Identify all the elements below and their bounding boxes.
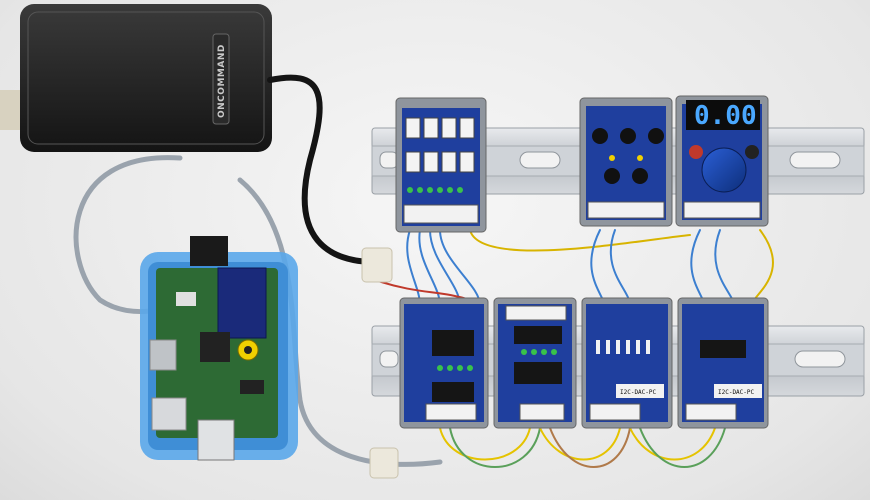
cable-clamp xyxy=(361,247,393,283)
usb-port xyxy=(197,419,235,461)
hdmi-port xyxy=(149,339,177,371)
raspberry-pi-case xyxy=(140,236,298,461)
sd-card xyxy=(190,236,228,266)
dac-label-2: I2C-DAC-PC xyxy=(718,389,755,396)
display-readout: 0.00 xyxy=(694,101,757,131)
cpu-chip xyxy=(200,332,230,362)
dac-module-1: I2C-DAC-PC xyxy=(581,297,673,429)
usb-micro-port xyxy=(176,292,196,306)
relay-module xyxy=(399,297,489,429)
power-supply: ONCOMMAND xyxy=(0,4,272,152)
dac-module-2: I2C-DAC-PC xyxy=(677,297,769,429)
cable-clamp xyxy=(369,447,399,479)
power-supply-brand: ONCOMMAND xyxy=(217,44,227,118)
rotary-knob xyxy=(701,147,747,193)
red-button xyxy=(689,145,703,159)
audio-jack xyxy=(240,380,264,394)
ethernet-port xyxy=(151,397,187,431)
black-button xyxy=(745,145,759,159)
dac-label-1: I2C-DAC-PC xyxy=(620,389,657,396)
display-module: 0.00 xyxy=(675,95,769,227)
ic-module xyxy=(493,297,577,429)
io-expansion-board xyxy=(217,267,267,339)
knob-module xyxy=(579,97,673,227)
seven-segment-display xyxy=(686,100,760,130)
switch-module xyxy=(395,97,487,233)
